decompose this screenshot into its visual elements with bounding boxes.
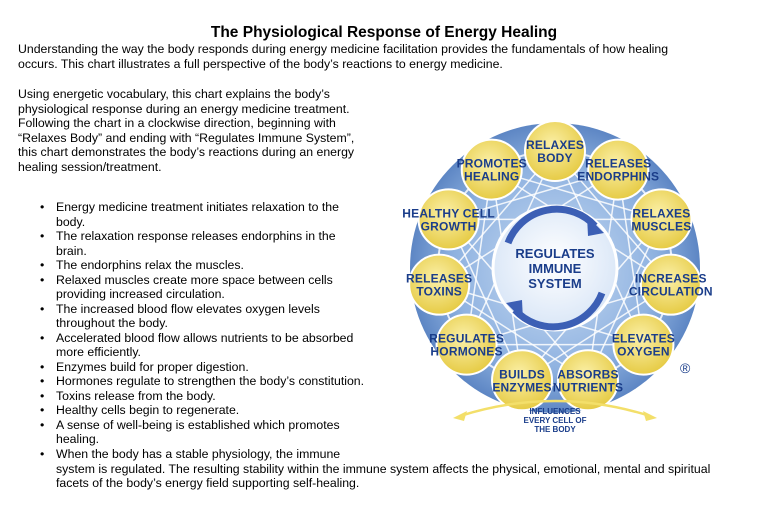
node-label: RELAXES [632,206,690,220]
node-label: OXYGEN [617,345,670,359]
immune-bullet: When the body has a stable physiology, t… [18,447,748,491]
node-label: ENDORPHINS [577,170,659,184]
node-label: HEALTHY CELL [402,206,495,220]
node-circle [587,138,650,201]
intro-paragraph: Understanding the way the body responds … [18,42,669,71]
influences-double-arrow-icon [459,399,651,418]
node-label: MUSCLES [631,219,691,233]
bullet-item: Hormones regulate to strengthen the body… [18,374,398,389]
registered-mark: ® [680,360,691,376]
bullet-item: The increased blood flow elevates oxygen… [18,302,398,331]
node-label: PROMOTES [457,157,527,171]
node-label: HORMONES [430,345,502,359]
node-label: CIRCULATION [629,285,713,299]
cycle-arrowhead-icon [587,216,604,236]
bullet-item: A sense of well-being is established whi… [18,418,398,447]
influences-label-line-1: INFLUENCES [529,407,581,416]
node-label: ABSORBS [557,367,618,381]
hub-label-line-3: SYSTEM [528,276,581,291]
node-label: HEALING [464,170,519,184]
node-label: BUILDS [499,367,545,381]
node-label: RELAXES [526,138,584,152]
node-label: GROWTH [421,219,477,233]
page-title: The Physiological Response of Energy Hea… [210,24,558,41]
node-circle [417,188,480,251]
cycle-arrow-lower-icon [512,291,606,331]
node-label: ENZYMES [492,380,551,394]
influences-arrowhead-right-icon [643,411,657,421]
hub-label-line-1: REGULATES [515,246,595,261]
node-circle [435,313,498,376]
node-circle [524,120,586,182]
cycle-arrow-icon [504,205,598,245]
bullet-item: Relaxed muscles create more space betwee… [18,273,398,302]
node-circle [408,253,471,316]
node-label: ELEVATES [612,332,675,346]
bullet-item: Energy medicine treatment initiates rela… [18,200,398,229]
hub-label-line-2: IMMUNE [529,261,582,276]
influences-arrowhead-left-icon [453,411,467,421]
response-bullet-list: Energy medicine treatment initiates rela… [18,200,398,447]
cycle-arrowhead-lower-icon [506,300,523,320]
bullet-item: Accelerated blood flow allows nutrients … [18,331,398,360]
node-circle [491,349,554,412]
bullet-item: The relaxation response releases endorph… [18,229,398,258]
node-circle [556,349,619,412]
node-label: TOXINS [416,285,462,299]
vocabulary-paragraph: Using energetic vocabulary, this chart e… [18,87,355,174]
node-label: RELEASES [406,272,472,286]
bullet-item: Healthy cells begin to regenerate. [18,403,398,418]
node-circle [612,313,675,376]
influences-label-line-3: THE BODY [534,425,576,434]
node-label: NUTRIENTS [553,380,623,394]
node-label: INCREASES [635,272,707,286]
node-label: RELEASES [585,157,651,171]
bullet-item: Toxins release from the body. [18,389,398,404]
bullet-item: Enzymes build for proper digestion. [18,360,398,375]
node-label: BODY [537,151,572,165]
node-circle [630,188,693,251]
node-circle [639,253,702,316]
node-label: REGULATES [429,332,504,346]
bullet-item: The endorphins relax the muscles. [18,258,398,273]
influences-label-line-2: EVERY CELL OF [524,416,587,425]
node-circle [460,138,523,201]
